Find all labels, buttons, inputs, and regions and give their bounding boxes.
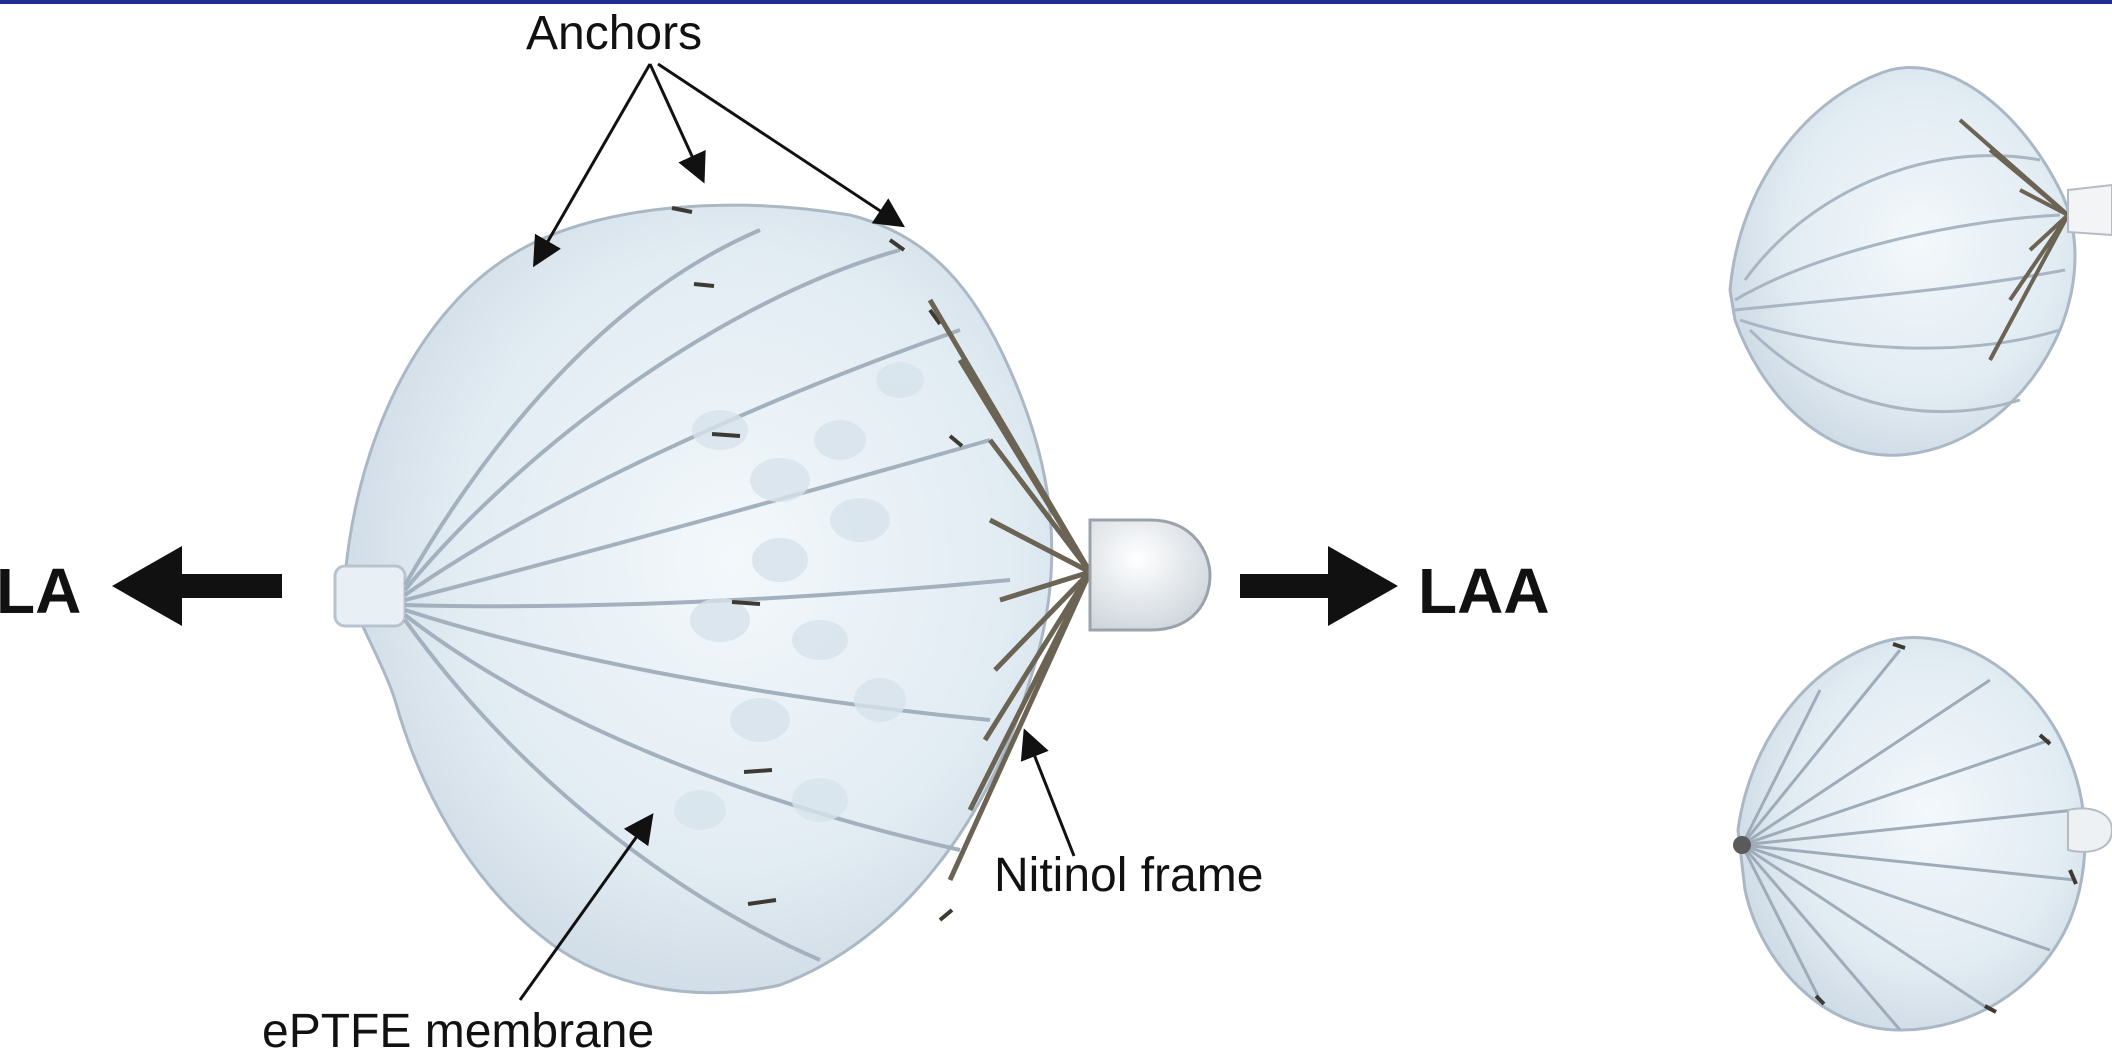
laa-label: LAA: [1418, 554, 1550, 628]
la-label: LA: [0, 554, 81, 628]
small-device-side-view: [1730, 68, 2112, 456]
nitinol-callout-line: [1026, 734, 1074, 856]
threaded-insert-cap: [1090, 520, 1210, 630]
small-device-end-view: [1733, 638, 2112, 1030]
la-direction-arrow: [112, 546, 282, 626]
anchors-label: Anchors: [526, 6, 702, 61]
nitinol-frame-label: Nitinol frame: [994, 848, 1263, 903]
left-hub: [335, 566, 405, 626]
eptfe-membrane-label: ePTFE membrane: [262, 1004, 654, 1059]
laa-direction-arrow: [1240, 546, 1398, 626]
